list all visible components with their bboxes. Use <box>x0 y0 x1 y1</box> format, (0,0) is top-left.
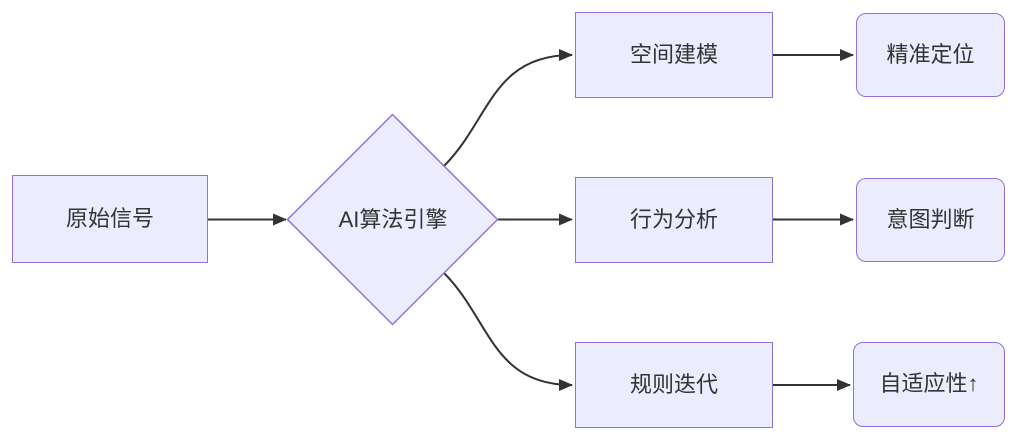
node-label: 规则迭代 <box>629 371 718 397</box>
diamond-node-shape <box>286 113 499 326</box>
node-adaptability: 自适应性↑ <box>853 342 1005 427</box>
node-rule-iteration: 规则迭代 <box>575 342 773 428</box>
node-original-signal: 原始信号 <box>12 175 208 263</box>
node-label: 精准定位 <box>886 41 975 67</box>
node-behavior-analysis: 行为分析 <box>575 177 773 263</box>
node-precise-positioning: 精准定位 <box>856 13 1005 97</box>
node-label: 自适应性↑ <box>879 371 979 397</box>
edge-engine-to-rule-iteration <box>443 272 573 391</box>
edge-engine-to-spatial-modeling <box>443 49 573 167</box>
node-label: 空间建模 <box>629 41 718 67</box>
node-spatial-modeling: 空间建模 <box>575 12 773 98</box>
node-label: 原始信号 <box>65 205 154 231</box>
node-label: AI算法引擎 <box>338 206 448 232</box>
node-ai-engine: AI算法引擎 <box>288 115 498 325</box>
node-label: 行为分析 <box>629 206 718 232</box>
node-intent-judgment: 意图判断 <box>856 178 1005 262</box>
node-label: 意图判断 <box>886 206 975 232</box>
